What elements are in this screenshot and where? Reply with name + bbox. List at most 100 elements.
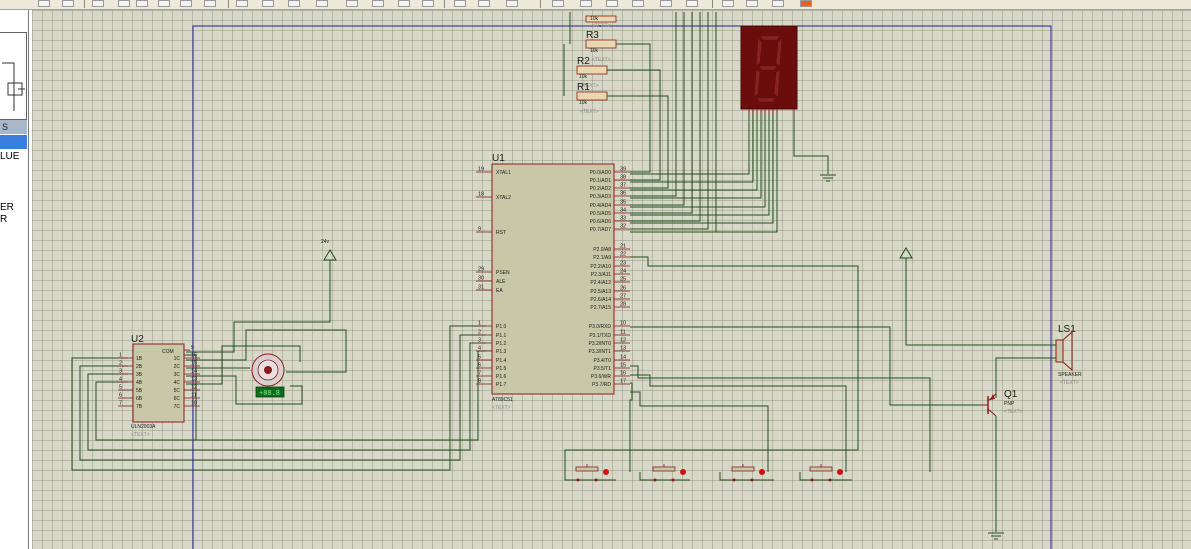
resistor-top-text: <TEXT> (592, 23, 611, 29)
resistor-r3[interactable]: R3 10k <TEXT> (585, 30, 617, 63)
driver-pin-number: 7 (119, 401, 122, 407)
push-button[interactable] (722, 464, 765, 482)
driver-pin-name: 3C (174, 372, 181, 378)
toolbar-button-25[interactable] (686, 0, 698, 7)
resistor-r3-value: 10k (590, 48, 599, 54)
power-terminal[interactable] (899, 247, 913, 259)
toolbar-button-6[interactable] (158, 0, 170, 7)
mcu-pin-number: 17 (620, 379, 626, 385)
mcu-pin-number: 35 (620, 200, 626, 206)
mcu-pin-name: P1.1 (496, 333, 507, 339)
push-button[interactable] (800, 464, 843, 482)
object-selector-panel: S LUE ER R (0, 10, 29, 549)
resistor-r2[interactable]: R2 10k <TEXT> (576, 56, 608, 89)
driver-pin-number: 1 (119, 353, 122, 359)
toolbar-button-19[interactable] (506, 0, 518, 7)
toolbar-button-23[interactable] (632, 0, 644, 7)
resistor-r3-ref: R3 (586, 30, 599, 41)
mcu-pin-number: 1 (478, 321, 481, 327)
toolbar-button-13[interactable] (346, 0, 358, 7)
mcu-pin-name: P2.7/A15 (590, 305, 611, 311)
mcu-pin-number: 18 (478, 192, 484, 198)
driver-pin-name: 6C (174, 396, 181, 402)
mcu-pin-name: P3.6/WR (591, 374, 611, 380)
toolbar-button-2[interactable] (62, 0, 74, 7)
push-button[interactable] (643, 464, 686, 482)
resistor-r1[interactable]: R1 10k <TEXT> (576, 82, 608, 115)
toolbar-button-14[interactable] (372, 0, 384, 7)
driver-pin-name: 2B (136, 364, 143, 370)
toolbar-button-8[interactable] (204, 0, 216, 7)
speaker-ls1[interactable]: LS1 SPEAKER <TEXT> (1055, 324, 1082, 386)
toolbar-button-16[interactable] (422, 0, 434, 7)
toolbar-button-10[interactable] (262, 0, 274, 7)
driver-uln2003a[interactable]: U2 ULN2003A <TEXT> COM 9 11B22B33B44B55B… (118, 334, 200, 438)
mcu-pin-number: 26 (620, 286, 626, 292)
devices-tab-label: S (2, 122, 9, 132)
toolbar-button-15[interactable] (398, 0, 410, 7)
mcu-pin-name: P0.7/AD7 (590, 227, 612, 233)
mcu-pin-number: 36 (620, 191, 626, 197)
mcu-pin-name: P1.0 (496, 324, 507, 330)
toolbar-button-11[interactable] (288, 0, 300, 7)
mcu-pin-name: P3.5/T1 (593, 366, 611, 372)
overview-preview[interactable] (0, 32, 27, 120)
toolbar-button-17[interactable] (454, 0, 466, 7)
mcu-pin-number: 14 (620, 355, 626, 361)
toolbar-button-20[interactable] (552, 0, 564, 7)
toolbar-button-4[interactable] (118, 0, 130, 7)
mcu-pin-number: 6 (478, 363, 481, 369)
transistor-q1[interactable]: Q1 PNP <TEXT> (982, 389, 1023, 417)
mcu-pin-name: P2.4/A12 (590, 280, 611, 286)
toolbar-button-5[interactable] (136, 0, 148, 7)
seven-segment-display[interactable] (740, 25, 798, 114)
mcu-pin-name: ALE (496, 279, 506, 285)
mcu-pin-name: P0.2/AD2 (590, 186, 612, 192)
mcu-pin-name: P2.0/A8 (593, 247, 611, 253)
toolbar-button-26[interactable] (722, 0, 734, 7)
button-indicator-icon (603, 469, 609, 475)
toolbar-separator (540, 0, 541, 8)
driver-pin-name: 2C (174, 364, 181, 370)
transistor-text: <TEXT> (1004, 409, 1023, 415)
mcu-pin-name: P1.5 (496, 366, 507, 372)
toolbar-button-21[interactable] (580, 0, 592, 7)
toolbar-button-1[interactable] (38, 0, 50, 7)
schematic-drawing: 10k <TEXT> R3 10k <TEXT> R2 10k <TEXT> R… (71, 12, 1082, 549)
device-list-item[interactable]: R (0, 214, 8, 225)
mcu-pin-name: P2.6/A14 (590, 297, 611, 303)
driver-pin-name: 6B (136, 396, 143, 402)
driver-ref: U2 (131, 334, 144, 345)
driver-part: ULN2003A (131, 424, 156, 430)
driver-pin-name: 3B (136, 372, 143, 378)
schematic-canvas[interactable]: 10k <TEXT> R3 10k <TEXT> R2 10k <TEXT> R… (32, 10, 1191, 549)
toolbar-button-18[interactable] (478, 0, 490, 7)
mcu-pin-number: 33 (620, 216, 626, 222)
mcu-at89c51[interactable]: U1 AT89C51 <TEXT> 19XTAL118XTAL29RST29PS… (476, 153, 630, 411)
button-indicator-icon (680, 469, 686, 475)
toolbar-button-27[interactable] (746, 0, 758, 7)
resistor-top[interactable]: 10k <TEXT> (585, 15, 617, 29)
toolbar-button-3[interactable] (92, 0, 104, 7)
stepper-motor[interactable]: +88.8 (251, 353, 285, 398)
toolbar-button-24[interactable] (660, 0, 672, 7)
driver-pin-name: 1C (174, 356, 181, 362)
device-list-item[interactable]: LUE (0, 151, 20, 162)
driver-com-label: COM (162, 349, 174, 355)
toolbar-button-28[interactable] (772, 0, 784, 7)
device-list-item[interactable]: ER (0, 202, 14, 213)
mcu-pin-name: P1.6 (496, 374, 507, 380)
power-terminal-24v[interactable]: 24v (321, 239, 337, 261)
toolbar-button-12[interactable] (316, 0, 328, 7)
toolbar (0, 0, 1191, 10)
devices-tab[interactable]: S (0, 120, 27, 134)
push-button[interactable] (566, 464, 609, 482)
toolbar-button-9[interactable] (236, 0, 248, 7)
mcu-pin-number: 24 (620, 269, 626, 275)
resistor-r1-ref: R1 (577, 82, 590, 93)
toolbar-button-7[interactable] (180, 0, 192, 7)
toolbar-button-22[interactable] (606, 0, 618, 7)
mcu-pin-number: 16 (620, 371, 626, 377)
toolbar-button-29[interactable] (800, 0, 812, 7)
selected-device-row[interactable] (0, 135, 27, 149)
